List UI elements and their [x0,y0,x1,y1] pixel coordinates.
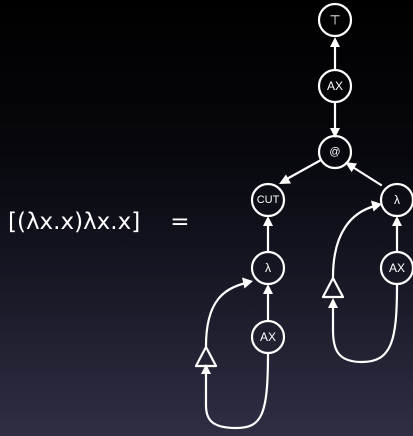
arrowhead [201,364,211,374]
equals-sign: = [170,209,190,235]
edge-ax-right-loop [331,283,399,364]
arrowhead [371,200,382,212]
node-ax-right-label: AX [389,261,405,275]
arrowhead [242,277,253,289]
node-lambda-right: λ [379,182,413,218]
lambda-term-formula: [(λx.x)λx.x] = [8,208,189,236]
arrowhead [330,128,340,138]
edge-app-to-cut [283,158,323,182]
edge-ax-left-loop [204,351,270,430]
arrowhead [392,216,402,226]
arrowhead [263,284,273,294]
node-cut: CUT [250,182,286,218]
arrowhead [328,298,338,308]
node-app: @ [317,134,353,170]
edge-triangle-right-to-lambda-right [331,204,377,279]
weakening-triangle-left [194,345,218,368]
edge-triangle-left-to-lambda-left [204,281,248,348]
weakening-triangle-right [321,276,345,299]
node-cut-label: CUT [257,194,280,206]
node-lambda-left: λ [250,250,286,286]
node-ax-top-label: AX [327,79,343,93]
node-ax-right: AX [379,250,413,286]
node-top: ⊤ [317,2,353,38]
edge-lambda-right-to-app [349,164,383,187]
arrowhead [279,174,291,184]
arrowhead [345,162,357,173]
node-lambda-left-label: λ [265,261,271,275]
arrowhead [330,37,340,47]
node-ax-left-label: AX [260,330,276,344]
node-lambda-right-label: λ [394,193,400,207]
lambda-term: [(λx.x)λx.x] [8,209,141,235]
node-top-label: ⊤ [329,13,340,28]
node-ax-left: AX [250,319,286,355]
node-app-label: @ [329,146,340,158]
arrowhead [263,216,273,226]
node-ax-top: AX [317,68,353,104]
